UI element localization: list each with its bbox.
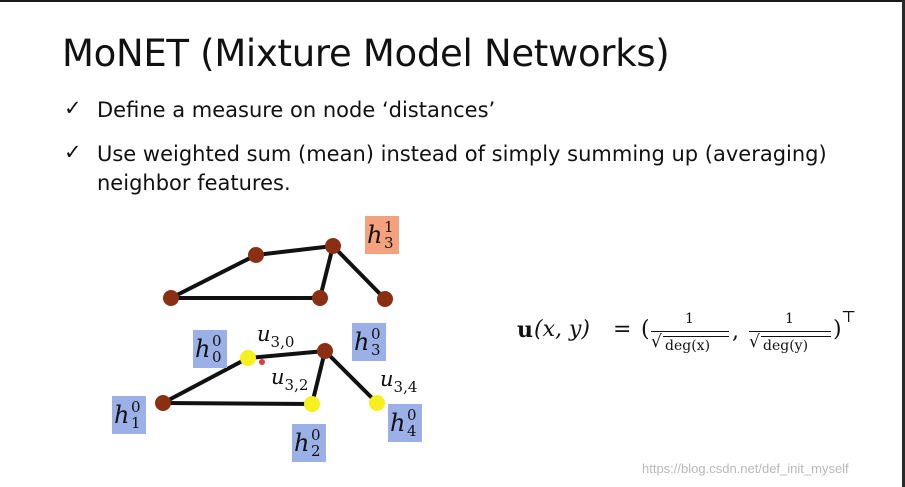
edge-h1-h2	[161, 401, 314, 406]
top-graph-edges	[169, 244, 387, 301]
checkmark-icon: ✓	[64, 96, 82, 120]
formula-num1: 1	[685, 311, 694, 327]
checkmark-icon: ✓	[64, 140, 82, 164]
edge-top-hub-right	[331, 244, 387, 301]
sqrt-overline-1	[663, 336, 729, 337]
edge-top-hub-bottom	[318, 244, 335, 300]
edge-top-mid-hub	[254, 244, 335, 257]
formula-close-paren: )	[833, 317, 842, 342]
edge-h3-h4	[323, 349, 379, 405]
cursor-dot	[259, 359, 265, 365]
top-border	[0, 0, 905, 2]
bottom-graph-nodes	[155, 343, 385, 412]
bullet-1-text: Define a measure on node ‘distances’	[97, 98, 496, 122]
label-h4: h 0 4	[388, 404, 422, 442]
node-top-mid	[248, 247, 264, 263]
formula-args: (x, y)	[534, 317, 590, 342]
sqrt-icon: √	[651, 332, 662, 352]
edge-h0-h3	[246, 349, 327, 360]
edge-weight-u32: u3,2	[271, 365, 309, 394]
sqrt-icon: √	[749, 332, 760, 352]
sqrt-overline-2	[761, 336, 831, 337]
formula-eq: =	[613, 317, 632, 342]
node-h1	[155, 395, 171, 411]
formula-den2: deg(y)	[763, 338, 809, 354]
edge-top-left-mid	[169, 253, 258, 300]
label-h3-layer1: h 1 3	[365, 216, 399, 254]
node-h3	[317, 343, 333, 359]
formula-open-paren: (	[641, 317, 650, 342]
node-top-bottom	[312, 290, 328, 306]
edge-weight-u34: u3,4	[380, 367, 418, 396]
formula-comma: ,	[732, 319, 739, 344]
bullet-2-text-line-2: neighbor features.	[97, 171, 291, 195]
node-h2	[304, 396, 320, 412]
node-h4	[369, 395, 385, 411]
top-graph-nodes	[163, 238, 393, 307]
formula-lhs: u	[517, 317, 533, 343]
edge-weight-u30: u3,0	[257, 322, 295, 351]
formula-fraction-bar-2	[749, 331, 831, 332]
node-h0	[240, 350, 256, 366]
edge-h1-h0	[161, 356, 250, 405]
formula-transpose: ⊤	[841, 307, 857, 326]
bottom-graph-edges	[161, 349, 379, 406]
watermark: https://blog.csdn.net/def_init_myself	[642, 461, 849, 476]
label-h3: h 0 3	[352, 323, 386, 361]
edge-h3-h2	[310, 349, 327, 406]
label-h0: h 0 0	[193, 330, 227, 368]
node-top-hub	[325, 238, 341, 254]
slide-title: MoNET (Mixture Model Networks)	[62, 32, 670, 75]
formula-den1: deg(x)	[665, 338, 711, 354]
node-top-left	[163, 290, 179, 306]
bullet-2-text-line-1: Use weighted sum (mean) instead of simpl…	[97, 142, 827, 166]
formula-fraction-bar-1	[651, 331, 729, 332]
formula-num2: 1	[785, 311, 794, 327]
label-h2: h 0 2	[292, 424, 326, 462]
label-h1: h 0 1	[112, 396, 146, 434]
node-top-right	[377, 291, 393, 307]
right-border	[902, 0, 905, 487]
